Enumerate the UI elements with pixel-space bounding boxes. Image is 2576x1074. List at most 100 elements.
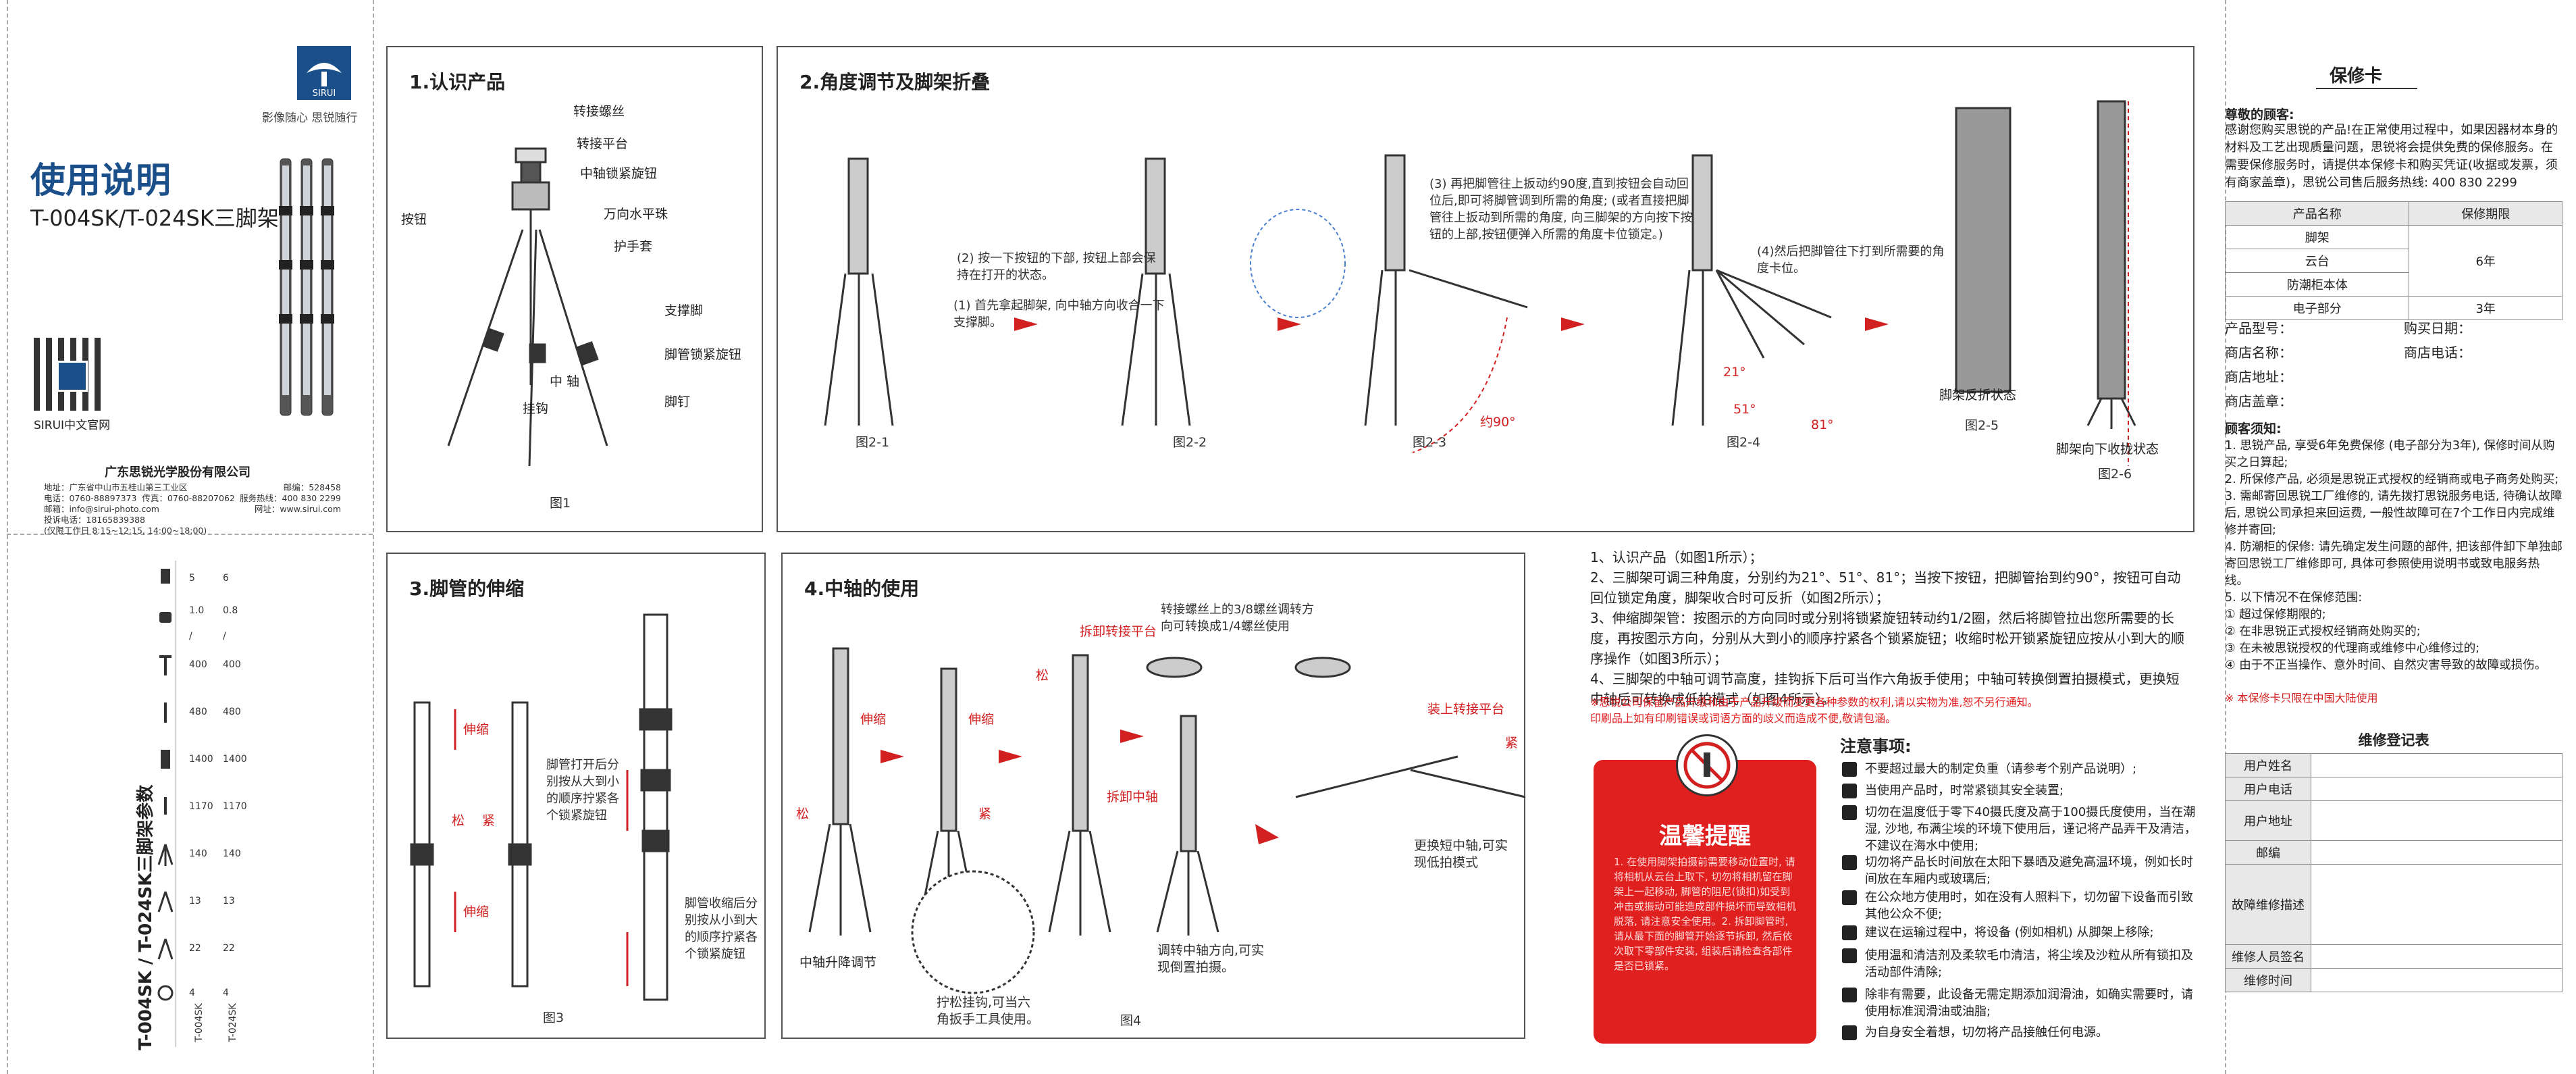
warranty-title: 保修卡: [2330, 66, 2383, 86]
notice-item-2: 当使用产品时，时常紧锁其安全装置;: [1865, 784, 2064, 798]
warranty-notes: 1. 思锐产品, 享受6年免费保修 (电子部分为3年), 保修时间从购买之日算起…: [2225, 439, 2562, 672]
tight-label-2: 紧: [1505, 736, 1519, 750]
section1-title: 1.认识产品: [409, 71, 506, 93]
oil-icon: [1842, 988, 1857, 1002]
label-axis-lock-knob: 中轴锁紧旋钮: [580, 166, 658, 181]
repair-table: 用户姓名 用户电话 用户地址 邮编 故障维修描述 维修人员签名 维修时间: [2225, 753, 2562, 992]
figure-1-caption: 图1: [550, 496, 571, 511]
panel-center-axis: 4.中轴的使用 转接螺丝上的3/8螺丝调转方向可转换成1/4螺丝使用 拆卸转接平…: [781, 553, 1526, 1039]
shrink-label-bottom: 伸缩: [463, 904, 490, 919]
spec-icons-column: [155, 561, 176, 1047]
angle-90-label: 约90°: [1480, 415, 1516, 430]
figure-3-caption: 图3: [543, 1011, 564, 1025]
notice-item-9: 为自身安全着想，切勿将产品接触任何电源。: [1865, 1025, 2108, 1040]
cover-subtitle: T-004SK/T-024SK三脚架: [30, 205, 279, 231]
repair-desc-cell[interactable]: [2311, 864, 2562, 945]
install-platform-label: 装上转接平台: [1427, 702, 1505, 717]
note-2-3: (3) 再把脚管往上扳动约90度,直到按钮会自动回位后,即可将脚管调到所需的角度…: [1429, 177, 1693, 242]
panel-leg-extension: 3.脚管的伸缩 伸缩 伸缩 松 紧 脚管打开后分别按从大到小的顺序拧紧各个锁紧旋…: [386, 553, 766, 1039]
notice-item-5: 在公众地方使用时，如在没有人照料下，切勿留下设备而引致其他公众不便;: [1865, 890, 2193, 921]
label-adapter-screw: 转接螺丝: [573, 104, 625, 119]
angle-51-label: 51°: [1733, 402, 1756, 417]
loose-label-2: 松: [1036, 668, 1049, 683]
section3-title: 3.脚管的伸缩: [409, 578, 525, 600]
field-store-name[interactable]: 商店名称：: [2225, 344, 2292, 361]
field-model[interactable]: 产品型号：: [2225, 320, 2292, 336]
spec-table: T-004SK 4 22 13 140 1170 1400 480 400 / …: [155, 561, 257, 1047]
warranty-dear: 尊敬的顾客:: [2225, 107, 2294, 122]
label-support-leg: 支撑脚: [664, 303, 704, 318]
cleaning-icon: [1842, 948, 1857, 963]
label-hook: 挂钩: [523, 401, 549, 416]
disclaimer: ※思锐公司保留产品升级和由于产品升级而变更各种参数的权利,请以实物为准,恕不另行…: [1590, 696, 2039, 725]
warranty-red-note: ※ 本保修卡只限在中国大陆使用: [2225, 692, 2378, 705]
person-icon: [1842, 890, 1857, 905]
remove-platform-label: 拆卸转接平台: [1080, 624, 1157, 639]
qr-caption: SIRUI中文官网: [34, 419, 111, 432]
tight-label-1: 紧: [978, 807, 992, 821]
repair-title: 维修登记表: [2358, 732, 2429, 748]
label-button: 按钮: [401, 212, 427, 227]
label-ball-level: 万向水平珠: [604, 207, 668, 222]
electric-icon: [1842, 1025, 1857, 1040]
repair-phone-cell[interactable]: [2311, 777, 2562, 801]
short-axis-note: 更换短中轴,可实现低拍模式: [1414, 838, 1508, 870]
fold-line: [373, 0, 374, 1074]
cover-title: 使用说明: [30, 161, 172, 201]
spec-row-t004sk: T-004SK 4 22 13 140 1170 1400 480 400 / …: [189, 573, 213, 1042]
figure-2-1-caption: 图2-1: [856, 435, 890, 450]
note-close: 脚管收缩后分别按从小到大的顺序拧紧各个锁紧旋钮: [685, 896, 758, 961]
reverse-note: 调转中轴方向,可实现倒置拍摄。: [1157, 943, 1265, 975]
figure-2-5-caption: 图2-5: [1965, 418, 1999, 433]
field-store-stamp[interactable]: 商店盖章：: [2225, 393, 2292, 409]
svg-text:SIRUI: SIRUI: [313, 88, 336, 99]
reverse-fold-caption: 脚架反折状态: [1939, 388, 2017, 403]
label-spike: 脚钉: [664, 394, 691, 409]
figure-2-6-caption: 图2-6: [2098, 467, 2132, 482]
repair-time-cell[interactable]: [2311, 968, 2562, 992]
field-store-address[interactable]: 商店地址：: [2225, 369, 2292, 385]
notice-item-4: 切勿将产品长时间放在太阳下暴晒及避免高温环境，例如长时间放在车厢内或玻璃后;: [1865, 855, 2193, 886]
section2-title: 2.角度调节及脚架折叠: [799, 71, 991, 93]
loose-label-1: 松: [796, 807, 810, 821]
company-name: 广东思锐光学股份有限公司: [105, 465, 251, 480]
warm-title: 温馨提醒: [1659, 823, 1751, 850]
figure-2-3-caption: 图2-3: [1413, 435, 1447, 450]
weight-icon: [1842, 762, 1857, 777]
step-3: 3、伸缩脚架管：按图示的方向同时或分别将锁紧旋钮转动约1/2圈，然后将脚管拉出您…: [1590, 610, 2184, 667]
step-1: 1、认识产品（如图1所示）；: [1590, 549, 1763, 565]
hook-note: 拧松挂钩,可当六角扳手工具使用。: [937, 995, 1040, 1027]
instruction-steps: 1、认识产品（如图1所示）； 2、三脚架可调三种角度，分别约为21°、51°、8…: [1590, 547, 2184, 709]
shrink-label-top: 伸缩: [463, 722, 490, 737]
label-leg-lock-knob: 脚管锁紧旋钮: [664, 347, 742, 362]
note-2-4: (4)然后把脚管往下打到所需要的角度卡位。: [1757, 245, 1945, 276]
transport-icon: [1842, 925, 1857, 940]
figure-2-2-caption: 图2-2: [1173, 435, 1207, 450]
notice-item-8: 除非有需要，此设备无需定期添加润滑油，如确实需要时，请使用标准润滑油或油脂;: [1865, 988, 2193, 1019]
step-2: 2、三脚架可调三种角度，分别约为21°、51°、81°；当按下按钮，把脚管抬到约…: [1590, 569, 2181, 606]
spec-icons: [157, 569, 174, 1001]
company-contact: 地址：广东省中山市五桂山第三工业区邮编：528458 电话：0760-88897…: [44, 482, 341, 536]
section4-title: 4.中轴的使用: [804, 578, 920, 600]
notes-title: 顾客须知:: [2225, 421, 2282, 436]
warning-icon: [1842, 784, 1857, 798]
repair-postcode-cell[interactable]: [2311, 840, 2562, 865]
label-adapter-platform: 转接平台: [577, 136, 629, 151]
warranty-title-underline: [2316, 88, 2417, 89]
figure-2-4-caption: 图2-4: [1727, 435, 1761, 450]
repair-address-cell[interactable]: [2311, 800, 2562, 841]
step-4: 4、三脚架的中轴可调节高度，挂钩拆下后可当作六角扳手使用；中轴可转换倒置拍摄模式…: [1590, 671, 2180, 707]
note-open: 脚管打开后分别按从大到小的顺序拧紧各个锁紧旋钮: [546, 758, 619, 823]
repair-name-cell[interactable]: [2311, 753, 2562, 777]
field-store-phone[interactable]: 商店电话：: [2404, 344, 2471, 361]
field-purchase-date[interactable]: 购买日期：: [2404, 320, 2471, 336]
sun-icon: [1842, 855, 1857, 870]
thermometer-icon: [1842, 805, 1857, 820]
label-center-axis: 中 轴: [550, 374, 580, 389]
notice-item-1: 不要超过最大的制定负重（请参考个别产品说明）;: [1865, 762, 2137, 776]
repair-signature-cell[interactable]: [2311, 944, 2562, 969]
warm-text: 1. 在使用脚架拍摄前需要移动位置时, 请将相机从云台上取下, 切勿将相机留在脚…: [1614, 856, 1797, 972]
notice-title: 注意事项:: [1840, 737, 1912, 756]
sirui-logo: SIRUI: [297, 46, 351, 100]
